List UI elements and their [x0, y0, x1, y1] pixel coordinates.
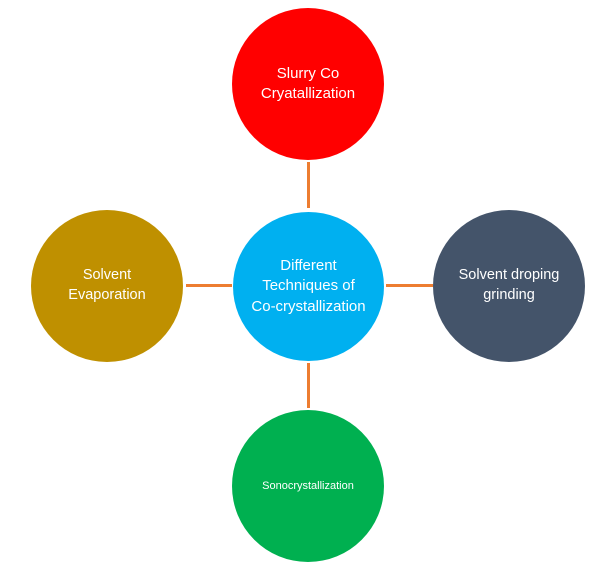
node-label: Solvent Evaporation	[68, 267, 146, 303]
node-sonocrystallization: Sonocrystallization	[232, 410, 384, 562]
center-label: Different Techniques of Co-crystallizati…	[251, 257, 366, 315]
node-label: Sonocrystallization	[262, 479, 354, 492]
node-center-techniques: Different Techniques of Co-crystallizati…	[233, 212, 384, 361]
node-slurry-co-crystallization: Slurry Co Cryatallization	[232, 8, 384, 160]
connector-center-to-top	[307, 162, 310, 208]
node-label: Slurry Co Cryatallization	[260, 64, 356, 102]
node-solvent-droping-grinding: Solvent droping grinding	[433, 210, 585, 362]
node-label: Solvent droping grinding	[458, 267, 560, 303]
connector-center-to-right	[386, 284, 433, 287]
connector-center-to-left	[186, 284, 232, 287]
node-solvent-evaporation: Solvent Evaporation	[31, 210, 183, 362]
connector-center-to-bottom	[307, 363, 310, 408]
